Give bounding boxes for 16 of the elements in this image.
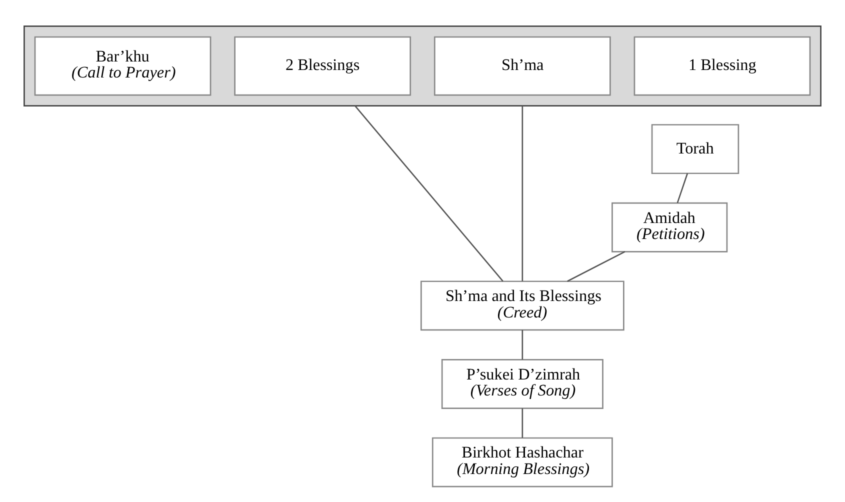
node-box: Sh’ma and Its Blessings (Creed): [420, 280, 624, 331]
connector: [522, 106, 524, 282]
connector: [676, 173, 688, 204]
connector: [522, 408, 524, 438]
node-box: 1 Blessing: [634, 36, 811, 96]
node-box: Torah: [651, 124, 740, 174]
node-box: Bar’khu (Call to Prayer): [34, 36, 212, 96]
node-box: 2 Blessings: [234, 36, 412, 96]
node-box: Amidah (Petitions): [612, 202, 728, 252]
cluster: [24, 26, 822, 107]
node-box: P’sukei D’zimrah (Verses of Song): [441, 359, 604, 409]
node-box: Birkhot Hashachar (Morning Blessings): [432, 437, 613, 488]
connector: [567, 251, 626, 282]
connector: [354, 105, 504, 282]
connector: [522, 330, 524, 360]
node-box: Sh’ma: [434, 36, 611, 96]
